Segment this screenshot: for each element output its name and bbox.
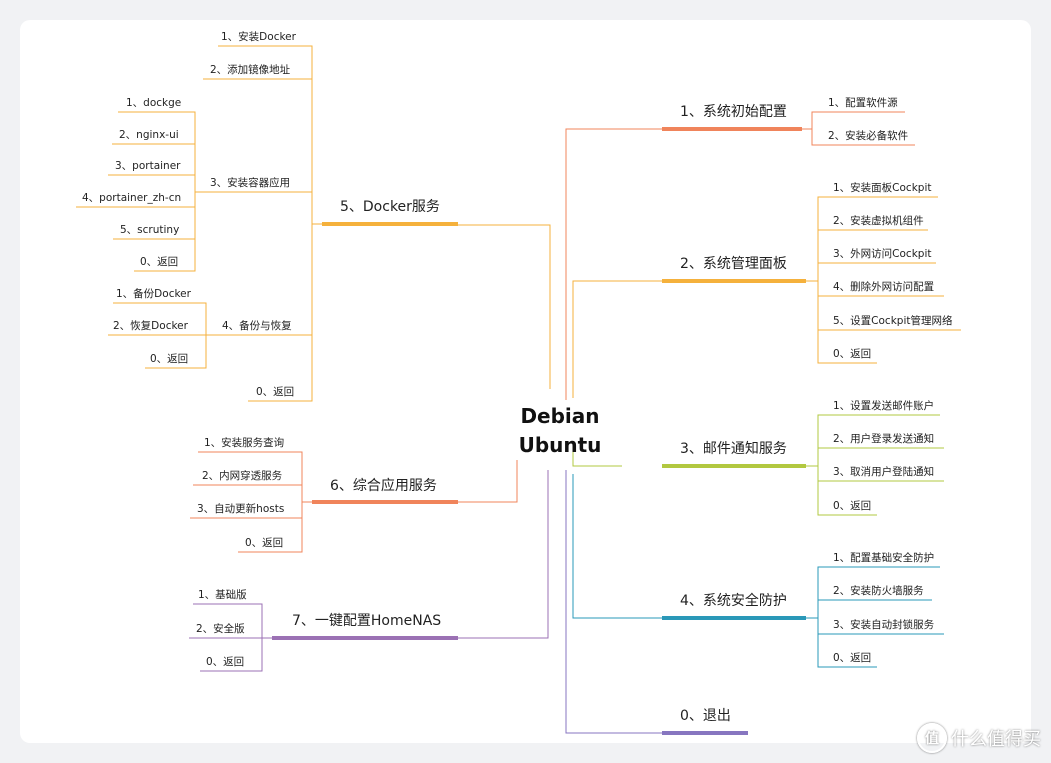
leaf-app-portainer-zh-cn: 4、portainer_zh-cn xyxy=(82,192,182,204)
leaf-app-dockge: 1、dockge xyxy=(126,97,182,109)
leaf-b1-1: 1、配置软件源 xyxy=(828,97,898,109)
leaf-b2-3: 3、外网访问Cockpit xyxy=(833,248,932,260)
root-node: Debian Ubuntu xyxy=(500,402,620,460)
leaf-b2-2: 2、安装虚拟机组件 xyxy=(833,215,924,227)
leaf-b7-0: 0、返回 xyxy=(206,656,245,668)
watermark-badge-icon: 值 xyxy=(917,723,947,753)
leaf-b4-3: 3、安装自动封锁服务 xyxy=(833,619,935,631)
leaf-b6-0: 0、返回 xyxy=(245,537,284,549)
leaf-b2-0: 0、返回 xyxy=(833,348,872,360)
branch-homenas: 7、一键配置HomeNAS xyxy=(292,613,442,629)
root-line-1: Debian xyxy=(520,404,600,428)
leaf-b4-2: 2、安装防火墙服务 xyxy=(833,585,924,597)
leaf-app-nginx-ui: 2、nginx-ui xyxy=(119,129,179,141)
leaf-b7-1: 1、基础版 xyxy=(198,589,247,601)
leaf-b5-3: 3、安装容器应用 xyxy=(210,177,291,189)
watermark-text: 什么值得买 xyxy=(951,729,1041,750)
leaf-b2-4: 4、删除外网访问配置 xyxy=(833,281,935,293)
branch-mail-notify: 3、邮件通知服务 xyxy=(680,441,787,457)
branch-security: 4、系统安全防护 xyxy=(680,593,787,609)
leaf-app-portainer: 3、portainer xyxy=(115,160,181,172)
leaf-b3-3: 3、取消用户登陆通知 xyxy=(833,466,935,478)
branch-apps-service: 6、综合应用服务 xyxy=(330,478,437,494)
leaf-app-scrutiny: 5、scrutiny xyxy=(120,224,180,236)
mindmap-canvas xyxy=(20,20,1031,743)
leaf-b5-4: 4、备份与恢复 xyxy=(222,320,292,332)
leaf-b3-1: 1、设置发送邮件账户 xyxy=(833,400,935,412)
leaf-restore-docker: 2、恢复Docker xyxy=(113,320,188,332)
leaf-b3-0: 0、返回 xyxy=(833,500,872,512)
branch-exit: 0、退出 xyxy=(680,708,731,724)
leaf-b2-5: 5、设置Cockpit管理网络 xyxy=(833,315,953,327)
leaf-b5-2: 2、添加镜像地址 xyxy=(210,64,291,76)
leaf-b6-3: 3、自动更新hosts xyxy=(197,503,285,515)
branch-admin-panel: 2、系统管理面板 xyxy=(680,256,787,272)
leaf-b3-2: 2、用户登录发送通知 xyxy=(833,433,935,445)
leaf-b6-2: 2、内网穿透服务 xyxy=(202,470,283,482)
root-line-2: Ubuntu xyxy=(518,433,602,457)
watermark: 值 什么值得买 xyxy=(917,723,1041,753)
leaf-b2-1: 1、安装面板Cockpit xyxy=(833,182,932,194)
leaf-b6-1: 1、安装服务查询 xyxy=(204,437,285,449)
branch-system-init: 1、系统初始配置 xyxy=(680,104,787,120)
leaf-b1-2: 2、安装必备软件 xyxy=(828,130,909,142)
leaf-backup-back: 0、返回 xyxy=(150,353,189,365)
branch-docker: 5、Docker服务 xyxy=(340,199,440,215)
leaf-app-back: 0、返回 xyxy=(140,256,179,268)
leaf-b4-0: 0、返回 xyxy=(833,652,872,664)
leaf-b4-1: 1、配置基础安全防护 xyxy=(833,552,935,564)
leaf-backup-docker: 1、备份Docker xyxy=(116,288,191,300)
leaf-b5-1: 1、安装Docker xyxy=(221,31,296,43)
leaf-b5-0: 0、返回 xyxy=(256,386,295,398)
leaf-b7-2: 2、安全版 xyxy=(196,623,245,635)
